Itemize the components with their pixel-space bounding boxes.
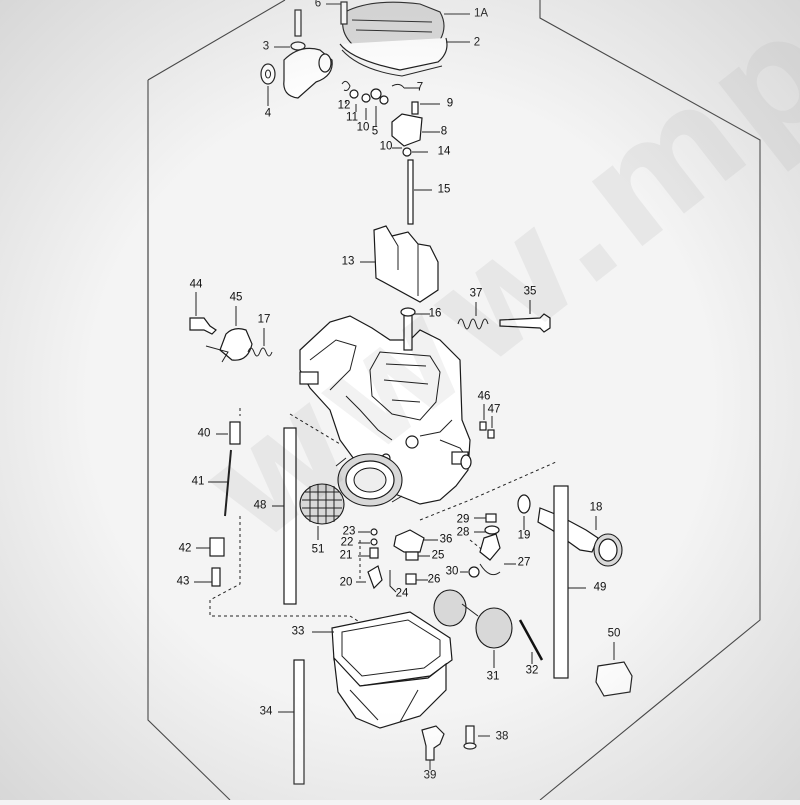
callout-12: 12 <box>337 99 351 112</box>
screw-20-part <box>367 565 383 590</box>
filter-51-part <box>299 483 345 525</box>
callout-49: 49 <box>593 581 607 594</box>
jet-40-part <box>229 421 241 445</box>
float-bowl-part <box>333 656 447 729</box>
callout-1a: 1A <box>473 7 489 20</box>
needle-part <box>407 159 414 225</box>
callout-36: 36 <box>439 533 453 546</box>
callout-33: 33 <box>291 625 305 638</box>
callout-7: 7 <box>416 81 424 94</box>
callout-10-upper: 10 <box>356 121 370 134</box>
callout-39: 39 <box>423 769 437 782</box>
callout-46: 46 <box>477 390 491 403</box>
lever-block-part <box>391 113 423 147</box>
callout-38: 38 <box>495 730 509 743</box>
callout-17: 17 <box>257 313 271 326</box>
callout-35: 35 <box>523 285 537 298</box>
callout-28: 28 <box>456 526 470 539</box>
screw-3-part <box>294 9 302 37</box>
diagram-frame <box>147 0 761 801</box>
callout-30: 30 <box>445 565 459 578</box>
callout-26: 26 <box>427 573 441 586</box>
block-36-part <box>393 529 425 553</box>
callout-6: 6 <box>314 0 322 10</box>
callout-45: 45 <box>229 291 243 304</box>
screw-9-part <box>411 101 419 115</box>
callout-40: 40 <box>197 427 211 440</box>
plug-39-part <box>421 725 445 761</box>
callout-32: 32 <box>525 664 539 677</box>
ring-14-part <box>402 147 412 157</box>
callout-5: 5 <box>371 125 379 138</box>
float-31-part <box>433 589 513 649</box>
callout-31: 31 <box>486 670 500 683</box>
callout-23: 23 <box>342 525 356 538</box>
screw-35-part <box>499 313 551 333</box>
callout-11: 11 <box>346 111 358 124</box>
callout-24: 24 <box>395 587 409 600</box>
callout-15: 15 <box>437 183 451 196</box>
callout-10-lower: 10 <box>379 140 393 153</box>
carburetor-body-part <box>299 315 472 507</box>
callout-44: 44 <box>189 278 203 291</box>
callout-41: 41 <box>191 475 205 488</box>
callout-48: 48 <box>253 499 267 512</box>
tube-34-part <box>293 659 305 785</box>
callout-19: 19 <box>517 529 531 542</box>
callout-29: 29 <box>456 513 470 526</box>
tube-48-part <box>283 427 297 605</box>
ring-19-part <box>517 494 531 514</box>
callout-37: 37 <box>469 287 483 300</box>
callout-14: 14 <box>437 145 451 158</box>
callout-2: 2 <box>473 36 481 49</box>
callout-9: 9 <box>446 97 454 110</box>
spring-37-part <box>457 318 489 330</box>
cap-gasket-part <box>339 37 448 71</box>
valve-18-part <box>537 507 623 567</box>
pin-32-part <box>518 619 544 661</box>
callout-21: 21 <box>339 549 353 562</box>
callout-34: 34 <box>259 705 273 718</box>
screw-38-part <box>465 725 475 745</box>
callout-42: 42 <box>178 542 192 555</box>
throttle-slide-part <box>373 225 439 303</box>
jet-42-part <box>209 537 225 557</box>
fitting-27-part <box>479 533 501 561</box>
callout-8: 8 <box>440 125 448 138</box>
callout-25: 25 <box>431 549 445 562</box>
callout-27: 27 <box>517 556 531 569</box>
callout-16: 16 <box>428 307 442 320</box>
screw-44-part <box>189 317 217 335</box>
callout-4: 4 <box>264 107 272 120</box>
callout-20: 20 <box>339 576 353 589</box>
callout-47: 47 <box>487 403 501 416</box>
callout-50: 50 <box>607 627 621 640</box>
callout-13: 13 <box>341 255 355 268</box>
callout-22: 22 <box>340 536 354 549</box>
callout-18: 18 <box>589 501 603 514</box>
screw-6-part <box>340 1 348 25</box>
tube-49-part <box>553 485 569 679</box>
callout-43: 43 <box>176 575 190 588</box>
clip-50-part <box>595 661 633 697</box>
callout-3: 3 <box>262 40 270 53</box>
callout-51: 51 <box>311 543 325 556</box>
bracket-45-part <box>219 328 253 361</box>
